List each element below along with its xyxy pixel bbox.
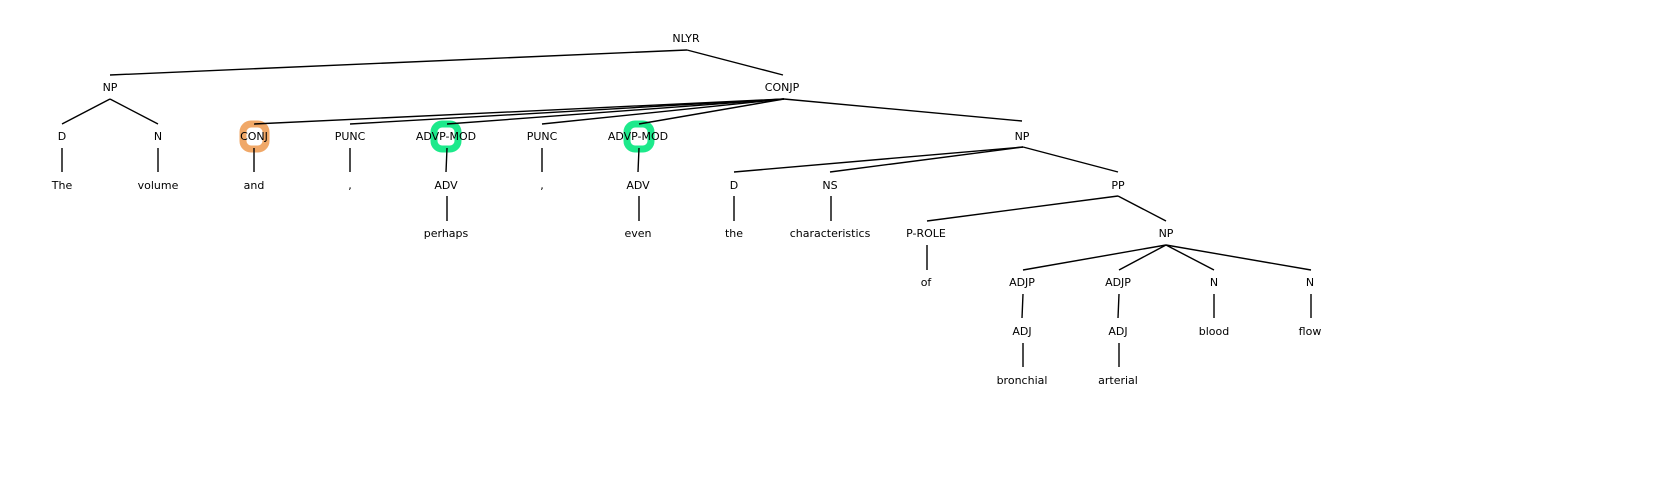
node-n-blood: N [1210,276,1218,289]
word-the-2: the [725,227,743,240]
node-nlyr: NLYR [672,32,700,45]
tree-edges [61,49,1312,367]
node-p-role: P-ROLE [906,227,946,240]
node-d: D [58,130,66,143]
node-adj-1: ADJ [1012,325,1031,338]
word-bronchial: bronchial [997,374,1048,387]
node-advp-mod-2: ADVP-MOD [608,130,668,143]
node-adv-even: ADV [626,179,650,192]
tree-word-leaves: The volume and , , perhaps even the char… [51,179,1322,387]
tree-node-labels: NLYR NP CONJP D N CONJ PUNC ADVP-MOD PUN… [58,32,1314,338]
word-even: even [624,227,651,240]
node-np-characteristics: NP [1015,130,1030,143]
node-n-volume: N [154,130,162,143]
word-flow: flow [1299,325,1322,338]
word-comma-2: , [540,179,544,192]
node-adv-perhaps: ADV [434,179,458,192]
word-blood: blood [1199,325,1229,338]
node-punc-1: PUNC [335,130,366,143]
node-adjp-1: ADJP [1009,276,1035,289]
node-d-the: D [730,179,738,192]
word-perhaps: perhaps [424,227,469,240]
node-adjp-2: ADJP [1105,276,1131,289]
node-n-flow: N [1306,276,1314,289]
node-advp-mod-1: ADVP-MOD [416,130,476,143]
node-np-the-volume: NP [103,81,118,94]
word-of: of [921,276,933,289]
word-and: and [244,179,265,192]
node-adj-2: ADJ [1108,325,1127,338]
word-arterial: arterial [1098,374,1138,387]
node-punc-2: PUNC [527,130,558,143]
advp-mod-1-highlight-ring [430,120,462,153]
node-conj: CONJ [240,130,268,143]
word-the: The [51,179,73,192]
node-conjp: CONJP [765,81,800,94]
word-comma-1: , [348,179,352,192]
node-pp: PP [1111,179,1125,192]
node-np-blood-flow: NP [1159,227,1174,240]
node-ns: NS [822,179,837,192]
word-characteristics: characteristics [790,227,871,240]
word-volume: volume [138,179,179,192]
